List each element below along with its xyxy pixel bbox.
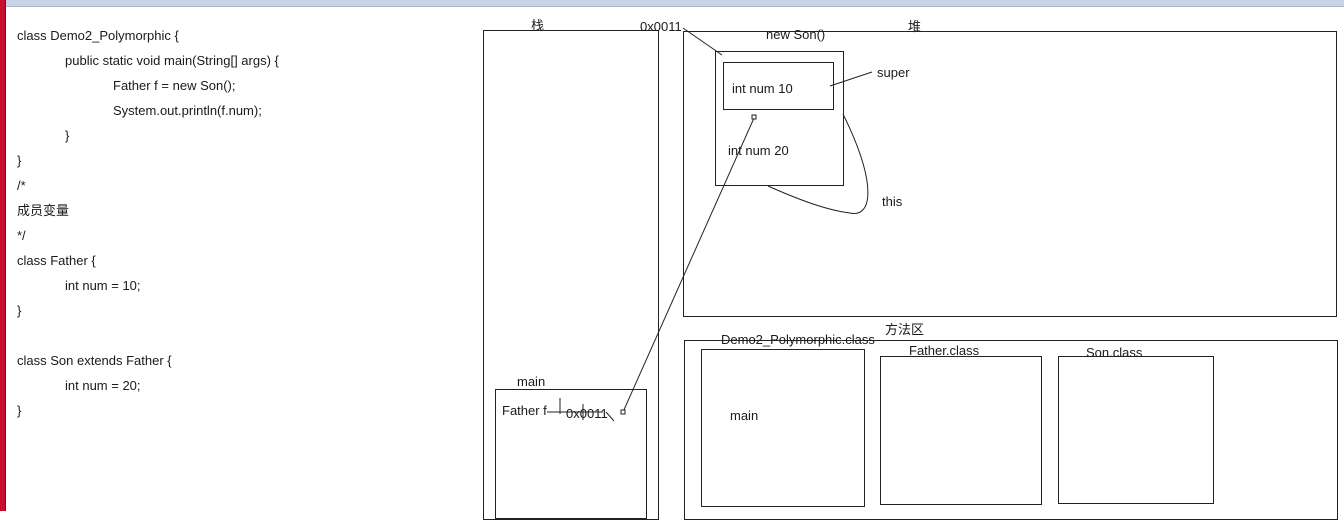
stack-title: 栈 [531,18,545,33]
address-to-object-line [682,27,723,56]
window-top-bar [0,0,1344,7]
heap-title: 堆 [908,19,922,34]
super-label: super [877,65,910,80]
heap-region [683,31,1337,317]
code-line: int num = 10; [65,278,141,293]
reference-start-handle [620,409,626,415]
method-area-title: 方法区 [885,322,925,337]
handwritten-stroke [605,411,615,422]
code-line: System.out.println(f.num); [113,103,262,118]
code-line: } [17,403,22,418]
super-pointer-line [829,71,873,87]
code-listing: class Demo2_Polymorphic { public static … [17,26,279,426]
code-line: */ [17,228,26,243]
method-main-label: main [730,408,759,423]
super-section-box [723,62,834,110]
code-line: } [17,153,22,168]
heap-address-label: 0x0011 [640,19,682,34]
code-line: /* [17,178,26,193]
code-line: } [65,128,70,143]
son-class-box [1058,356,1214,504]
this-field-label: int num 20 [728,143,789,158]
demo-class-label: Demo2_Polymorphic.class [721,332,875,347]
son-object-box [715,51,844,186]
main-frame-label: main [517,374,546,389]
reference-end-handle [751,114,757,120]
father-var-address: 0x0011 [566,406,608,421]
code-line: } [17,303,22,318]
code-line: Father f = new Son(); [113,78,236,93]
this-pointer-curve [767,113,869,214]
code-line: public static void main(String[] args) { [65,53,279,68]
super-field-label: int num 10 [732,81,793,96]
window-left-edge [0,0,6,511]
code-line: int num = 20; [65,378,141,393]
demo-class-box [701,349,865,507]
father-class-label: Father.class [909,343,980,358]
code-line: class Demo2_Polymorphic { [17,28,179,43]
father-class-box [880,356,1042,505]
father-var-label: Father f [502,403,547,418]
reference-arrow-line [622,117,755,413]
code-line: class Son extends Father { [17,353,172,368]
code-line: class Father { [17,253,96,268]
code-line: 成员变量 [17,203,70,218]
heap-object-label: new Son() [766,27,826,42]
this-label: this [882,194,903,209]
